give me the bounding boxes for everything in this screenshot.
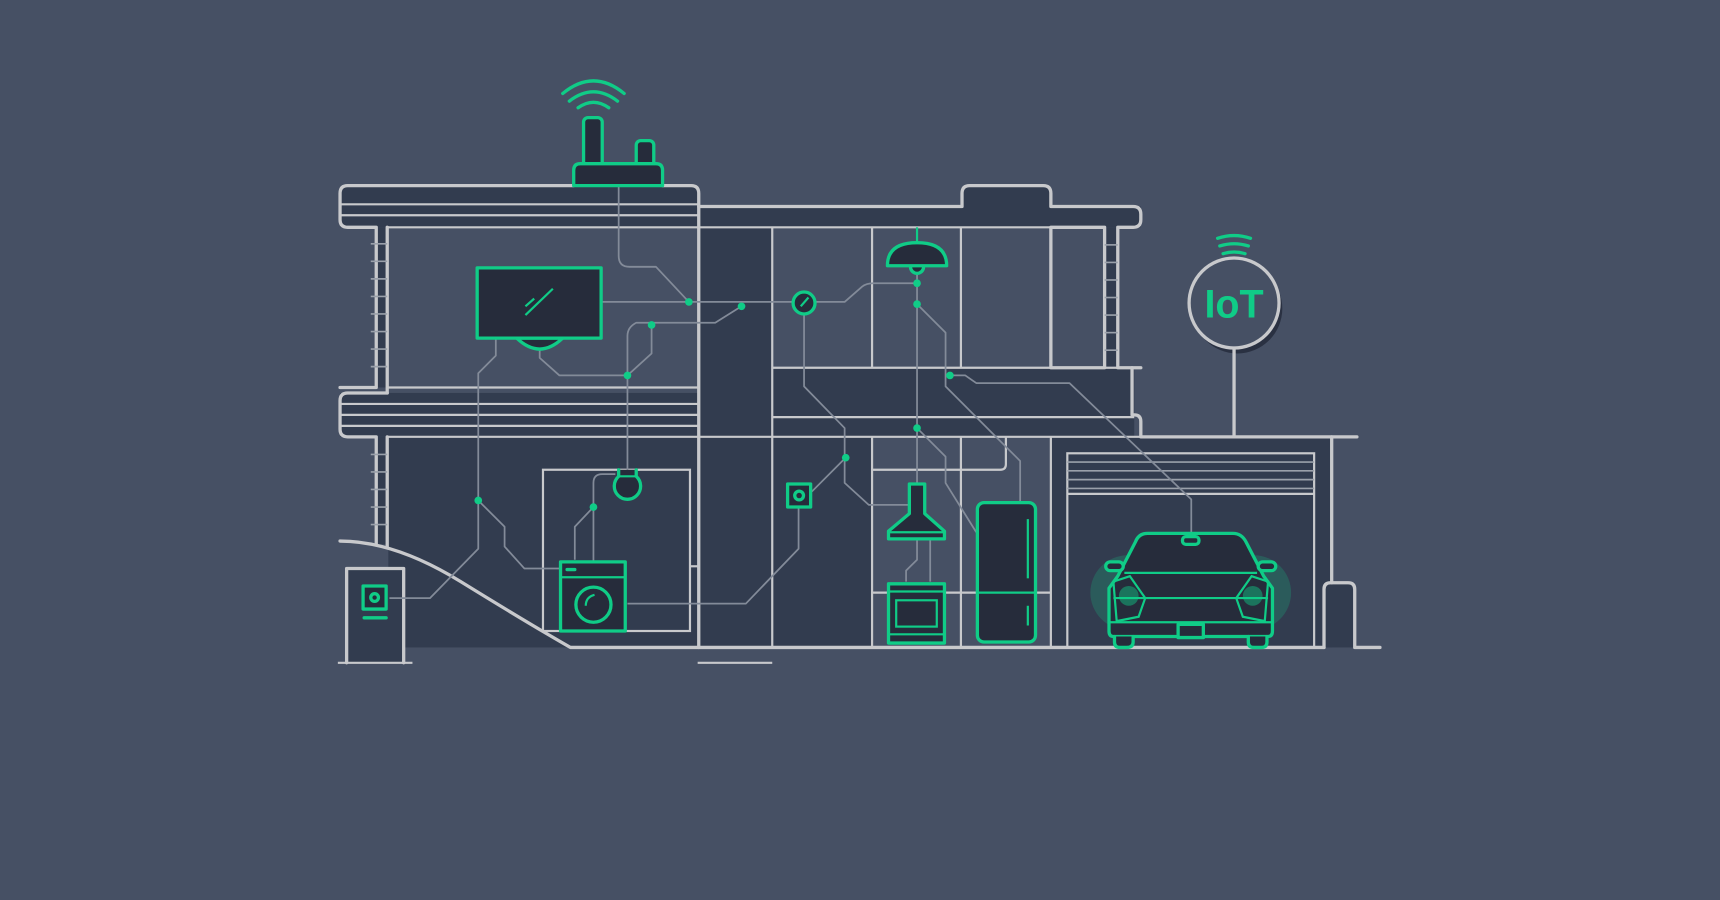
lock-panel-icon [361, 584, 388, 620]
thermostat-icon [791, 290, 817, 316]
router-icon [561, 79, 665, 188]
washer-icon [558, 560, 627, 633]
fridge-icon [975, 501, 1038, 644]
hood-icon [886, 482, 947, 541]
wifi-signal-icon [1215, 233, 1253, 256]
iot-label: IoT [1204, 282, 1263, 326]
house-structure [337, 183, 1382, 665]
iot-hub: IoT [1187, 233, 1283, 439]
tv-icon [475, 266, 603, 351]
lamp-icon [885, 227, 949, 276]
camera-icon [612, 468, 643, 501]
car-icon [1090, 531, 1292, 650]
oven-icon [886, 582, 947, 645]
socket-icon [785, 482, 813, 509]
